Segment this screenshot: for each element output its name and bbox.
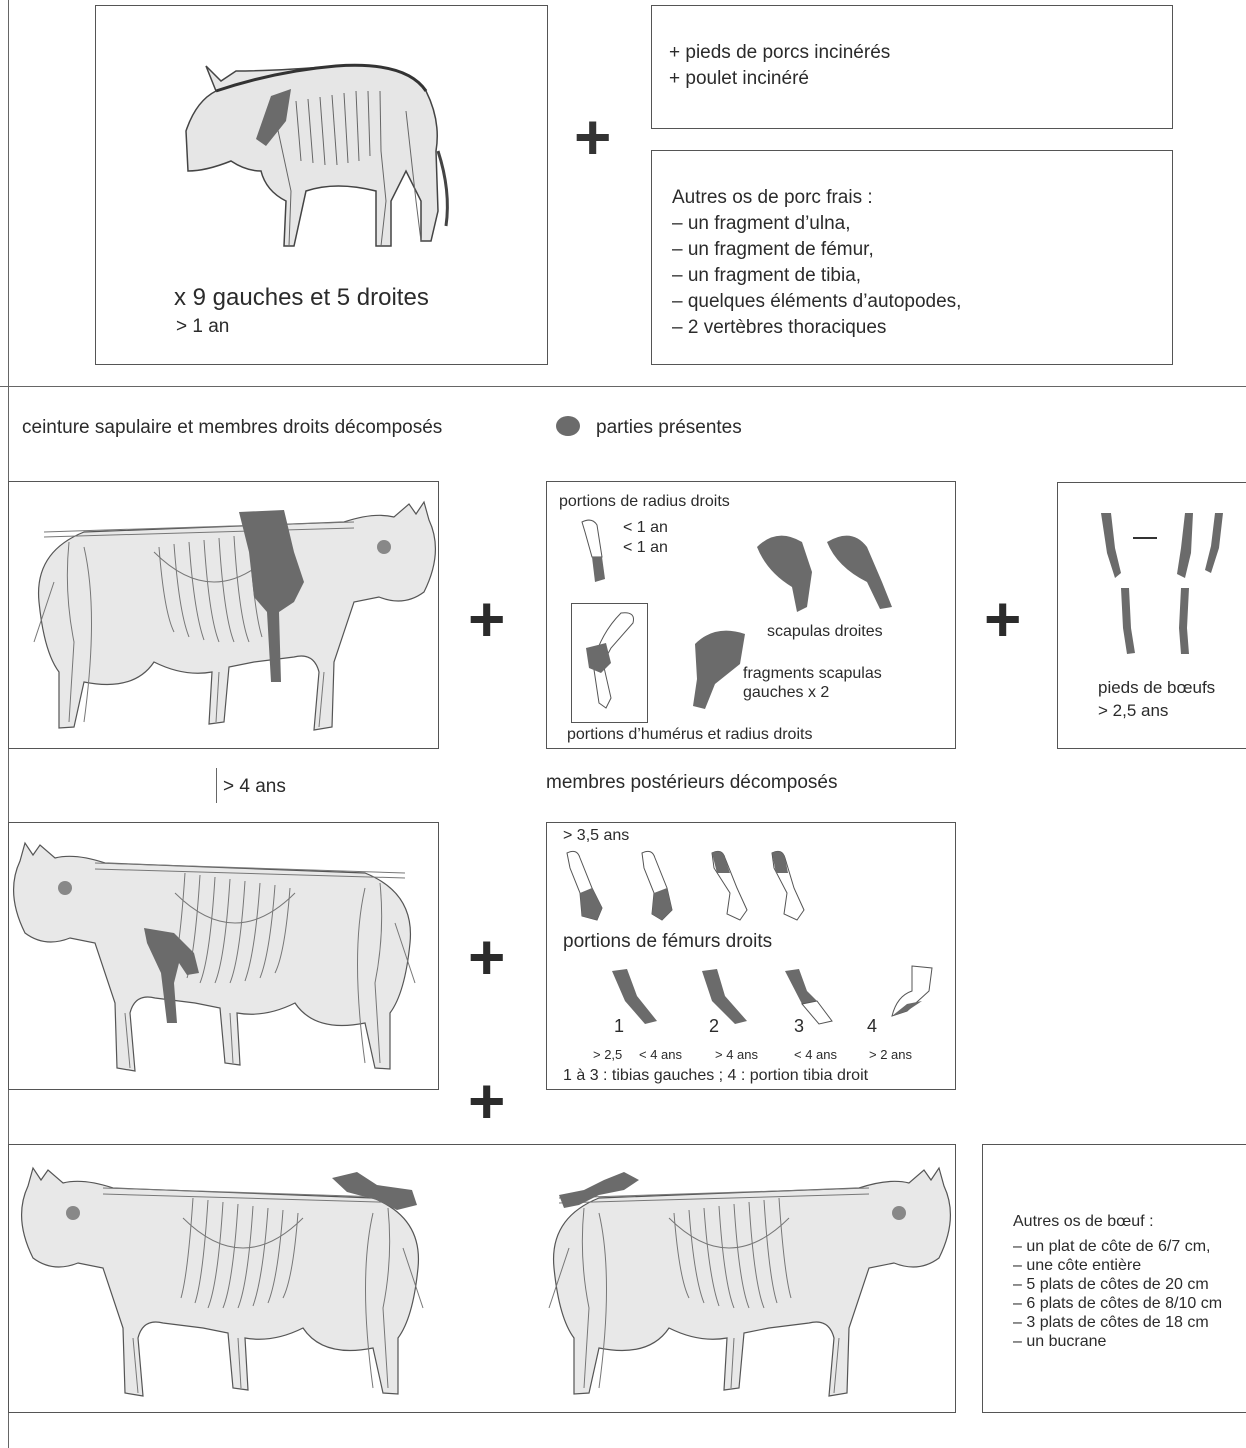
pig-age-label: > 1 an — [176, 316, 229, 338]
other-bone-item: – 6 plats de côtes de 8/10 cm — [1013, 1294, 1222, 1313]
pig-count-label: x 9 gauches et 5 droites — [174, 284, 429, 312]
plus-sign: + — [468, 920, 505, 994]
femur-title: portions de fémurs droits — [563, 931, 772, 953]
pelvis-panel — [8, 1144, 956, 1413]
other-bone-item: – 5 plats de côtes de 20 cm — [1013, 1275, 1222, 1294]
other-bone-item: – 3 plats de côtes de 18 cm — [1013, 1313, 1222, 1332]
scapula-bones — [752, 527, 912, 617]
cow-skeleton-front-present — [9, 482, 440, 750]
fresh-bone-item: – 2 vertèbres thoraciques — [672, 315, 961, 341]
fresh-bone-item: – quelques éléments d’autopodes, — [672, 289, 961, 315]
burnt-remains-lines: + pieds de porcs incinérés + poulet inci… — [669, 40, 890, 92]
radius-age-1: < 1 an — [623, 519, 668, 537]
cow-skeleton-pelvis-left — [17, 1150, 448, 1410]
radius-bones — [577, 517, 617, 587]
plus-sign: + — [574, 100, 611, 174]
fresh-bone-item: – un fragment de fémur, — [672, 237, 961, 263]
tibia-number-3: 3 — [794, 1016, 804, 1037]
radius-age-2: < 1 an — [623, 539, 668, 557]
feet-panel: pieds de bœufs > 2,5 ans — [1057, 482, 1246, 749]
tibia-age: > 2,5 — [593, 1047, 622, 1062]
other-bone-item: – une côte entière — [1013, 1256, 1222, 1275]
plus-sign: + — [984, 582, 1021, 656]
cow-front-panel — [8, 481, 439, 749]
fresh-bone-item: – un fragment d’ulna, — [672, 211, 961, 237]
other-bones-title: Autres os de bœuf : — [1013, 1212, 1222, 1231]
tibia-bones — [607, 966, 937, 1026]
plus-sign: + — [468, 582, 505, 656]
legend-label: parties présentes — [596, 417, 742, 439]
tibia-number-1: 1 — [614, 1016, 624, 1037]
fresh-pig-bones-box: Autres os de porc frais : – un fragment … — [651, 150, 1173, 365]
feet-label: pieds de bœufs — [1098, 678, 1215, 698]
tibia-number-2: 2 — [709, 1016, 719, 1037]
cow-age-label: > 4 ans — [223, 776, 286, 798]
burnt-line: + poulet incinéré — [669, 66, 890, 92]
burnt-remains-box: + pieds de porcs incinérés + poulet inci… — [651, 5, 1173, 129]
cow-skeleton-hind-present — [9, 823, 440, 1091]
femur-bones — [562, 848, 822, 928]
scapula-fragment-line: gauches x 2 — [743, 683, 882, 702]
tibia-caption: 1 à 3 : tibias gauches ; 4 : portion tib… — [563, 1067, 868, 1085]
section2-title: membres postérieurs décomposés — [546, 772, 837, 794]
scapulas-label: scapulas droites — [767, 623, 883, 641]
humerus-label: portions d’humérus et radius droits — [567, 726, 812, 744]
scapula-fragment-line: fragments scapulas — [743, 664, 882, 683]
fresh-bones-title: Autres os de porc frais : — [672, 185, 961, 211]
humerus-radius-bones — [571, 603, 646, 721]
age-marker-line — [216, 768, 217, 803]
feet-age: > 2,5 ans — [1098, 701, 1168, 721]
other-bone-item: – un bucrane — [1013, 1332, 1222, 1351]
tibia-age: < 4 ans — [639, 1047, 682, 1062]
fresh-bone-item: – un fragment de tibia, — [672, 263, 961, 289]
cow-hind-panel — [8, 822, 439, 1090]
tibia-number-4: 4 — [867, 1016, 877, 1037]
plus-sign: + — [468, 1064, 505, 1138]
other-cow-bones-list: Autres os de bœuf : – un plat de côte de… — [1013, 1212, 1222, 1351]
pig-panel: x 9 gauches et 5 droites > 1 an — [95, 5, 548, 365]
radius-title: portions de radius droits — [559, 493, 730, 511]
legend-dot-icon — [556, 416, 580, 436]
radius-scapula-panel: portions de radius droits < 1 an < 1 an … — [546, 481, 956, 749]
section1-title: ceinture sapulaire et membres droits déc… — [22, 417, 442, 439]
femur-tibia-panel: > 3,5 ans portions de fémurs droits 1 2 … — [546, 822, 956, 1090]
burnt-line: + pieds de porcs incinérés — [669, 40, 890, 66]
tibia-age: < 4 ans — [794, 1047, 837, 1062]
section-divider — [0, 386, 1246, 387]
other-bone-item: – un plat de côte de 6/7 cm, — [1013, 1237, 1222, 1256]
femur-age: > 3,5 ans — [563, 827, 629, 845]
other-cow-bones-box: Autres os de bœuf : – un plat de côte de… — [982, 1144, 1246, 1413]
pig-skeleton-illustration — [176, 51, 456, 251]
cow-skeleton-pelvis-right — [524, 1150, 955, 1410]
tibia-age: > 4 ans — [715, 1047, 758, 1062]
scapula-fragments-label: fragments scapulas gauches x 2 — [743, 664, 882, 702]
feet-bones — [1093, 508, 1243, 658]
fresh-pig-bones-list: Autres os de porc frais : – un fragment … — [672, 185, 961, 341]
tibia-age: > 2 ans — [869, 1047, 912, 1062]
